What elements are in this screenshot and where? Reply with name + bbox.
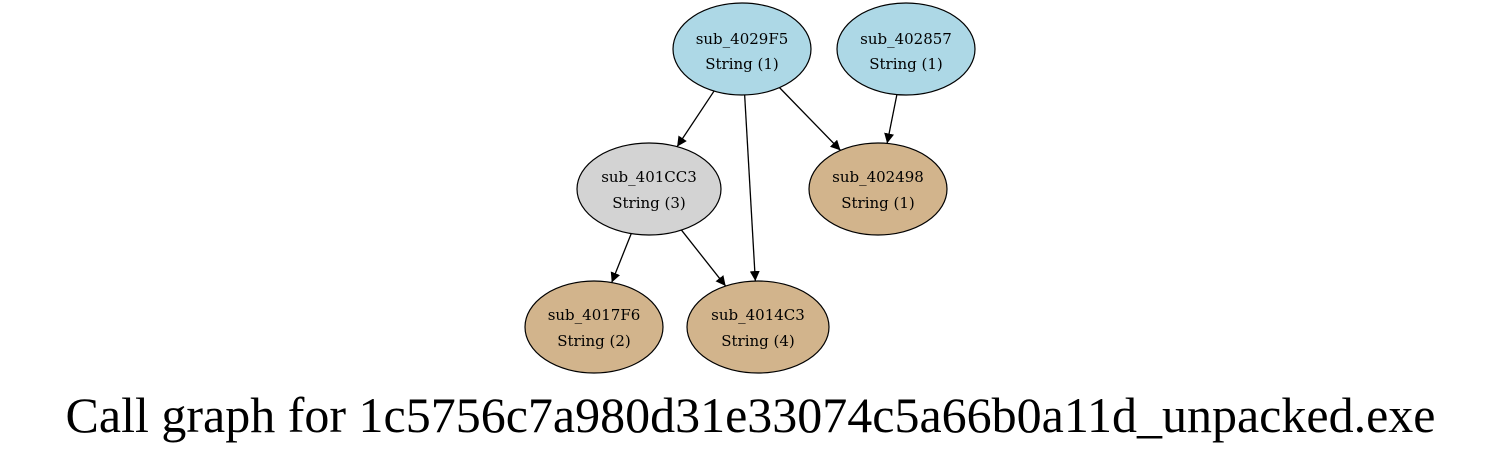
node-name: sub_4017F6 — [548, 306, 641, 324]
edges — [610, 87, 898, 287]
node-sub-4017f6[interactable]: sub_4017F6 String (2) — [524, 280, 664, 374]
node-name: sub_4029F5 — [696, 30, 789, 48]
node-detail: String (3) — [612, 194, 686, 212]
node-detail: String (2) — [557, 332, 631, 350]
node-sub-402498[interactable]: sub_402498 String (1) — [808, 142, 948, 236]
edge-sub_401cc3-to-sub_4017f6 — [610, 233, 632, 283]
graph-caption: Call graph for 1c5756c7a980d31e33074c5a6… — [65, 387, 1436, 443]
node-name: sub_401CC3 — [601, 168, 697, 186]
edge-sub_401cc3-to-sub_4014c3 — [680, 229, 727, 287]
node-sub-4014c3[interactable]: sub_4014C3 String (4) — [686, 280, 830, 374]
node-detail: String (1) — [869, 55, 943, 73]
node-shape — [576, 142, 722, 236]
node-shape — [672, 2, 812, 96]
node-sub-402857[interactable]: sub_402857 String (1) — [836, 2, 976, 96]
call-graph: sub_4029F5 String (1) sub_402857 String … — [524, 2, 976, 374]
node-detail: String (4) — [721, 332, 795, 350]
node-shape — [836, 2, 976, 96]
node-detail: String (1) — [841, 194, 915, 212]
edge-sub_402857-to-sub_402498 — [884, 94, 898, 144]
edge-sub_4029f5-to-sub_401cc3 — [676, 90, 715, 148]
node-sub-401cc3[interactable]: sub_401CC3 String (3) — [576, 142, 722, 236]
node-sub-4029f5[interactable]: sub_4029F5 String (1) — [672, 2, 812, 96]
node-shape — [686, 280, 830, 374]
node-name: sub_4014C3 — [711, 306, 805, 324]
edge-sub_4029f5-to-sub_4014c3 — [743, 94, 760, 282]
node-detail: String (1) — [705, 55, 779, 73]
node-name: sub_402498 — [832, 168, 924, 186]
node-name: sub_402857 — [860, 30, 952, 48]
node-shape — [524, 280, 664, 374]
edge-sub_4029f5-to-sub_402498 — [779, 87, 841, 151]
node-shape — [808, 142, 948, 236]
